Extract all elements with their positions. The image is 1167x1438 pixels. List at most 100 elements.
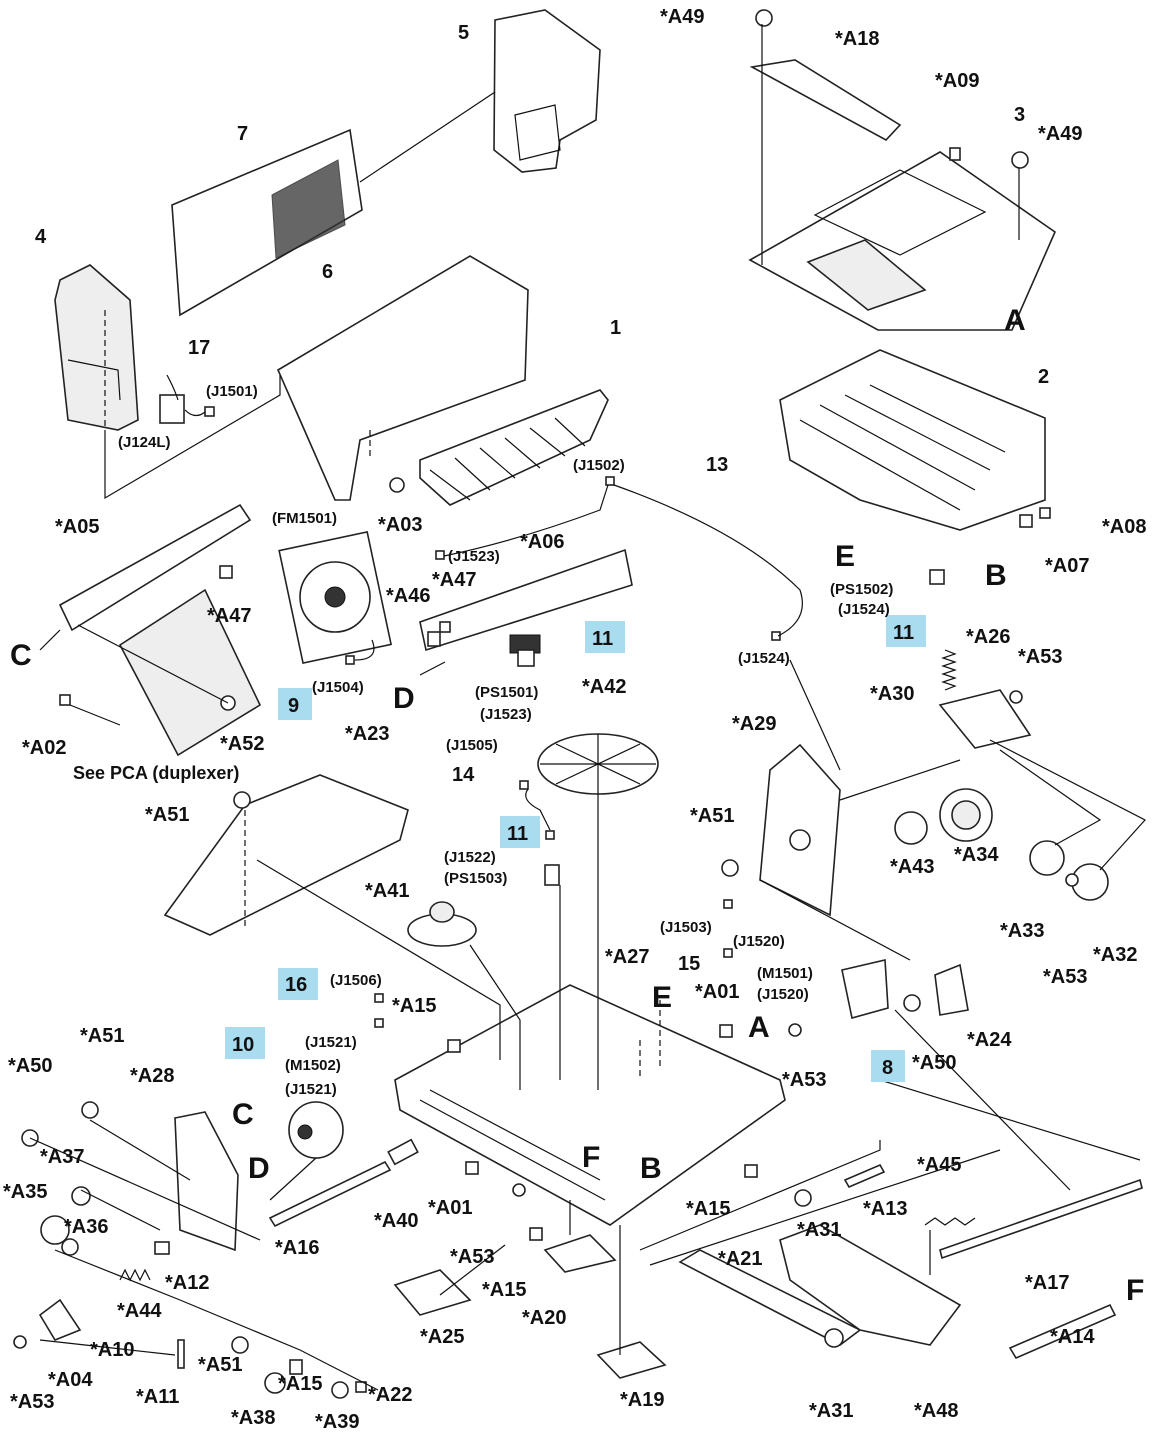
- part-a27-rail: [394, 984, 786, 1226]
- conn-label-fm1501: (FM1501): [272, 510, 337, 527]
- callout-c-2: C: [232, 1098, 254, 1131]
- label-a15-2: *A15: [686, 1198, 730, 1220]
- label-a27: *A27: [605, 946, 649, 968]
- label-11-c: 11: [507, 823, 528, 845]
- label-a38: *A38: [231, 1407, 275, 1429]
- conn-label-j1523-1: (J1523): [448, 548, 500, 565]
- label-a12: *A12: [165, 1272, 209, 1294]
- conn-label-j1503: (J1503): [660, 919, 712, 936]
- label-a41: *A41: [365, 880, 409, 902]
- conn-label-j1522: (J1522): [444, 849, 496, 866]
- callout-e-1: E: [835, 540, 855, 573]
- label-a15-4: *A15: [278, 1373, 322, 1395]
- part-a10-bracket: [38, 1298, 82, 1341]
- label-a42: *A42: [582, 676, 626, 698]
- label-a10: *A10: [90, 1339, 134, 1361]
- part-a08: [1039, 507, 1051, 519]
- part-a15-1: [447, 1039, 461, 1053]
- part-a25-pad: [393, 1269, 472, 1316]
- part-1-roller-guide: [419, 389, 609, 506]
- label-a20: *A20: [522, 1307, 566, 1329]
- conn-label-ps1501: (PS1501): [475, 684, 538, 701]
- part-a28-frame: [174, 1111, 239, 1252]
- part-11-sensor-3: [517, 649, 535, 667]
- label-a51-1: *A51: [145, 804, 189, 826]
- callout-d-1: D: [393, 682, 415, 715]
- label-14: 14: [452, 764, 475, 786]
- part-a02: [59, 694, 71, 706]
- label-a35: *A35: [3, 1181, 47, 1203]
- conn-label-j1523-2: (J1523): [480, 706, 532, 723]
- label-a14: *A14: [1050, 1326, 1095, 1348]
- part-a45-spring: [924, 1217, 976, 1226]
- label-a11: *A11: [136, 1386, 179, 1408]
- label-a33: *A33: [1000, 920, 1044, 942]
- label-5: 5: [458, 22, 469, 44]
- conn-label-j1502: (J1502): [573, 457, 625, 474]
- part-10-motor: [288, 1101, 344, 1159]
- part-a07: [1019, 514, 1033, 528]
- conn-label-j124l: (J124L): [118, 434, 171, 451]
- part-a44-spring: [119, 1268, 151, 1282]
- part-a14-shaft: [1008, 1303, 1117, 1360]
- conn-label-j1524-1: (J1524): [738, 650, 790, 667]
- label-a51-3: *A51: [80, 1025, 124, 1047]
- part-a30-spring: [941, 649, 957, 691]
- conn-label-j1506: (J1506): [330, 972, 382, 989]
- label-a53-4: *A53: [450, 1246, 494, 1268]
- label-a29: *A29: [732, 713, 776, 735]
- label-a30: *A30: [870, 683, 914, 705]
- highlight-boxes: [225, 615, 926, 1082]
- part-a23-tray: [163, 774, 409, 936]
- callout-f-2: F: [582, 1141, 600, 1174]
- conn-label-j1501: (J1501): [206, 383, 258, 400]
- label-a28: *A28: [130, 1065, 174, 1087]
- part-a53-clip-5: [13, 1335, 27, 1349]
- part-a24-switch: [934, 963, 969, 1016]
- label-a53-2: *A53: [1043, 966, 1087, 988]
- conn-j1506: [374, 993, 384, 1003]
- label-a19: *A19: [620, 1389, 664, 1411]
- label-a21: *A21: [718, 1248, 762, 1270]
- label-a26: *A26: [966, 626, 1010, 648]
- part-17-bracket: [159, 394, 185, 424]
- part-a51-screw-1: [233, 791, 251, 809]
- conn-label-j1520-1: (J1520): [733, 933, 785, 950]
- part-drawings: [13, 9, 1143, 1399]
- callout-d-2: D: [248, 1152, 270, 1185]
- part-a49-screw-1: [755, 9, 773, 27]
- label-a37: *A37: [40, 1146, 84, 1168]
- part-a47-2: [439, 621, 451, 633]
- part-6-upper-guide: [276, 255, 529, 501]
- leader-lines: [29, 24, 1146, 1391]
- part-a49-screw-2: [1011, 151, 1029, 169]
- label-1: 1: [610, 317, 621, 339]
- conn-label-ps1503: (PS1503): [444, 870, 507, 887]
- label-a31-1: *A31: [797, 1219, 841, 1241]
- conn-label-j1504: (J1504): [312, 679, 364, 696]
- part-a13-pin: [843, 1163, 886, 1189]
- callout-e-2: E: [652, 981, 672, 1014]
- label-a31-2: *A31: [809, 1400, 853, 1422]
- part-a37-gear: [71, 1186, 91, 1206]
- part-11-sensor-2: [544, 864, 560, 886]
- label-a15-1: *A15: [392, 995, 436, 1017]
- label-a53-1: *A53: [1018, 646, 1062, 668]
- label-a04: *A04: [48, 1369, 93, 1391]
- label-a53-5: *A53: [10, 1391, 54, 1413]
- callout-letters: A A B B C C D D E E F F: [10, 304, 1144, 1307]
- part-a22: [355, 1381, 367, 1393]
- part-a17-shaft: [939, 1178, 1143, 1260]
- part-4-side-cover: [54, 264, 139, 431]
- conn-j1524: [771, 631, 781, 641]
- label-a39: *A39: [315, 1411, 359, 1433]
- label-11-b: 11: [893, 622, 914, 644]
- connector-labels: (J124L) (J1501) (J1502) (FM1501) (J1523)…: [118, 383, 893, 1098]
- conn-j1503: [723, 899, 733, 909]
- part-a39-gear: [331, 1381, 349, 1399]
- part-a38-gear: [264, 1372, 286, 1394]
- part-a01-1: [719, 1024, 733, 1038]
- part-3-base-plate: [748, 151, 1056, 331]
- label-13: 13: [706, 454, 728, 476]
- label-a52: *A52: [220, 733, 264, 755]
